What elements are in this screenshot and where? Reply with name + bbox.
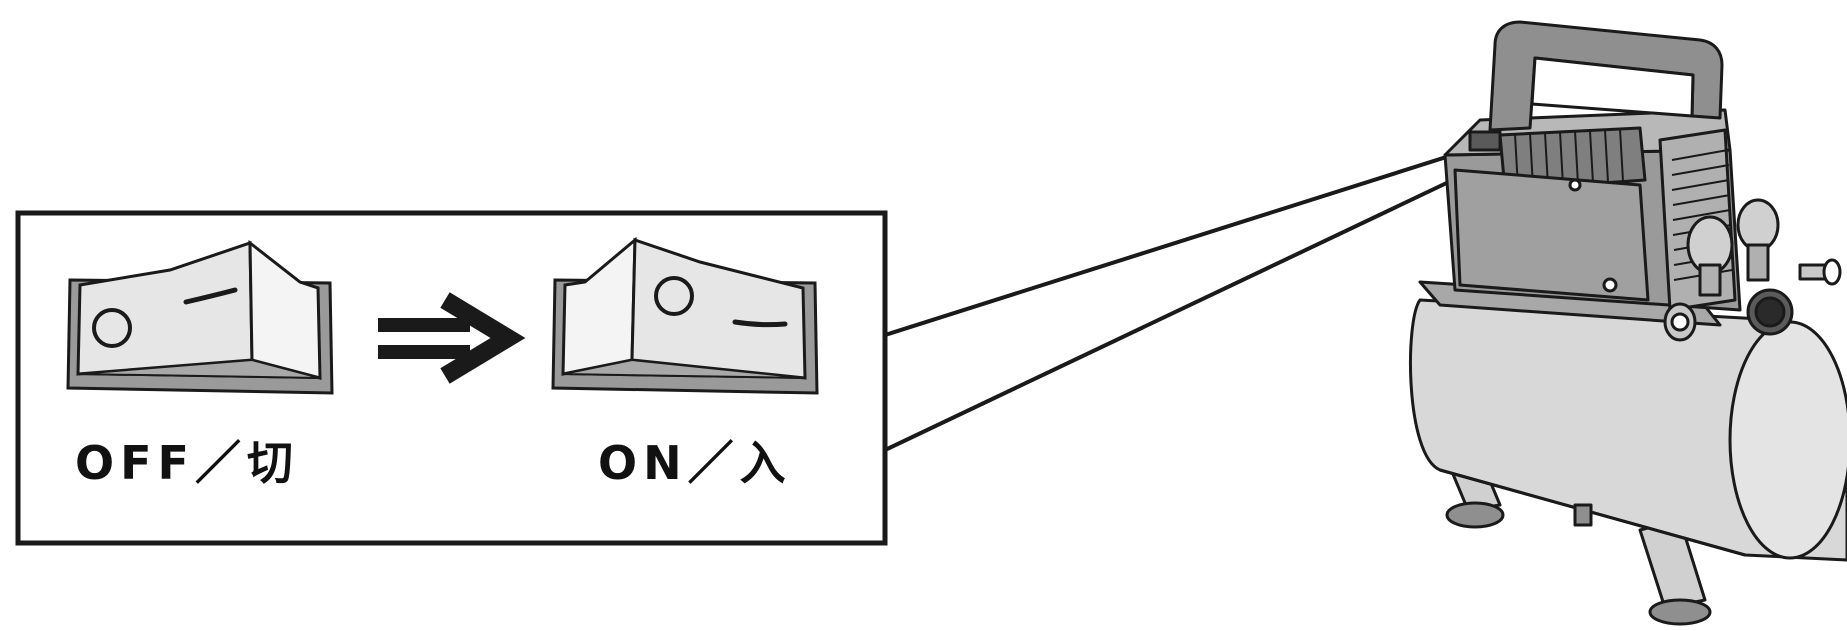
callout-leader-lines (884, 138, 1501, 452)
rocker-switch-on[interactable] (551, 236, 819, 395)
double-arrow-right-icon (378, 292, 526, 384)
off-circle-icon (92, 308, 132, 348)
off-circle-icon (654, 276, 694, 316)
on-line-icon (732, 319, 788, 328)
on-line-icon (183, 287, 238, 305)
rocker-switch-off[interactable] (66, 239, 334, 395)
on-label: ON／入 (598, 436, 792, 490)
compressor-power-switch (1468, 130, 1502, 152)
off-label: OFF／切 (75, 436, 299, 490)
air-compressor-icon (1408, 20, 1847, 626)
